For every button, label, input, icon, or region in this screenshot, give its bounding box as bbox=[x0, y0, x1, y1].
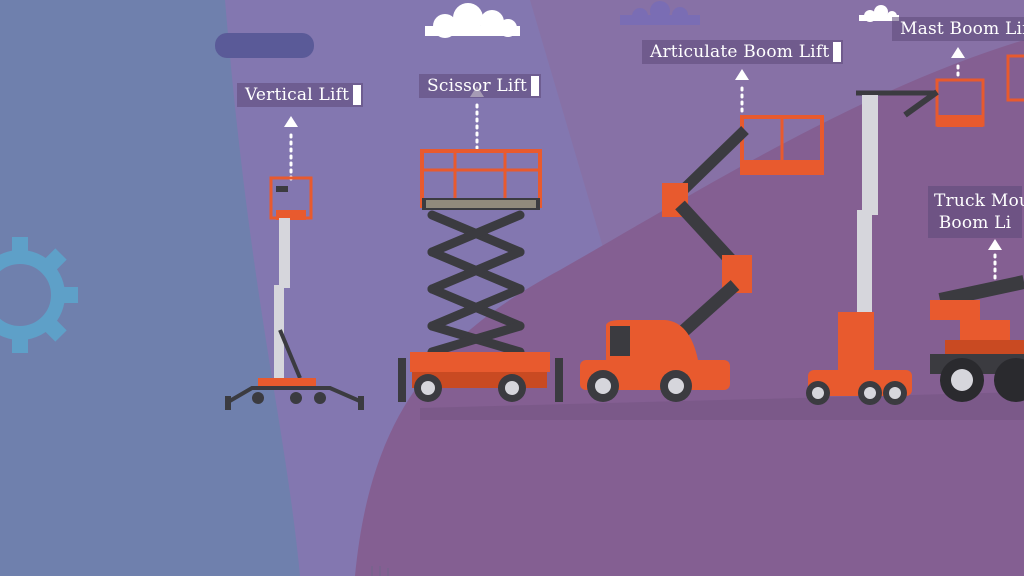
arrow-up-icon bbox=[284, 116, 298, 127]
cloud-icon bbox=[425, 3, 520, 38]
truck-boom-lift-machine bbox=[930, 54, 1024, 402]
vertical-lift-machine bbox=[225, 176, 364, 410]
label-text-line1: Truck Mou bbox=[934, 191, 1024, 211]
label-scissor-lift: Scissor Lift bbox=[419, 74, 542, 98]
label-text: Articulate Boom Lift bbox=[650, 42, 830, 62]
ground-ticks bbox=[371, 566, 389, 576]
scissor-lift-machine bbox=[398, 149, 563, 402]
label-articulate-boom-lift: Articulate Boom Lift bbox=[642, 40, 844, 64]
label-truck-boom-lift: Truck Mou Boom Li bbox=[928, 186, 1024, 238]
mast-boom-lift-machine bbox=[806, 78, 985, 405]
arrow-up-icon bbox=[735, 69, 749, 80]
hill-shape bbox=[355, 40, 1024, 576]
decorative-pill bbox=[215, 33, 314, 58]
label-text: Vertical Lift bbox=[245, 85, 350, 105]
articulate-boom-lift-machine bbox=[580, 115, 824, 402]
leader-lines bbox=[289, 64, 997, 287]
label-text: Scissor Lift bbox=[427, 76, 528, 96]
label-text: Mast Boom Lift bbox=[900, 19, 1024, 39]
label-vertical-lift: Vertical Lift bbox=[237, 83, 364, 107]
label-mast-boom-lift: Mast Boom Lift bbox=[892, 17, 1024, 41]
gear-icon bbox=[0, 237, 78, 353]
arrow-up-icon bbox=[988, 239, 1002, 250]
label-text-line2: Boom Li bbox=[938, 213, 1012, 233]
arrow-up-icon bbox=[951, 47, 965, 58]
cloud-icon bbox=[620, 1, 700, 25]
